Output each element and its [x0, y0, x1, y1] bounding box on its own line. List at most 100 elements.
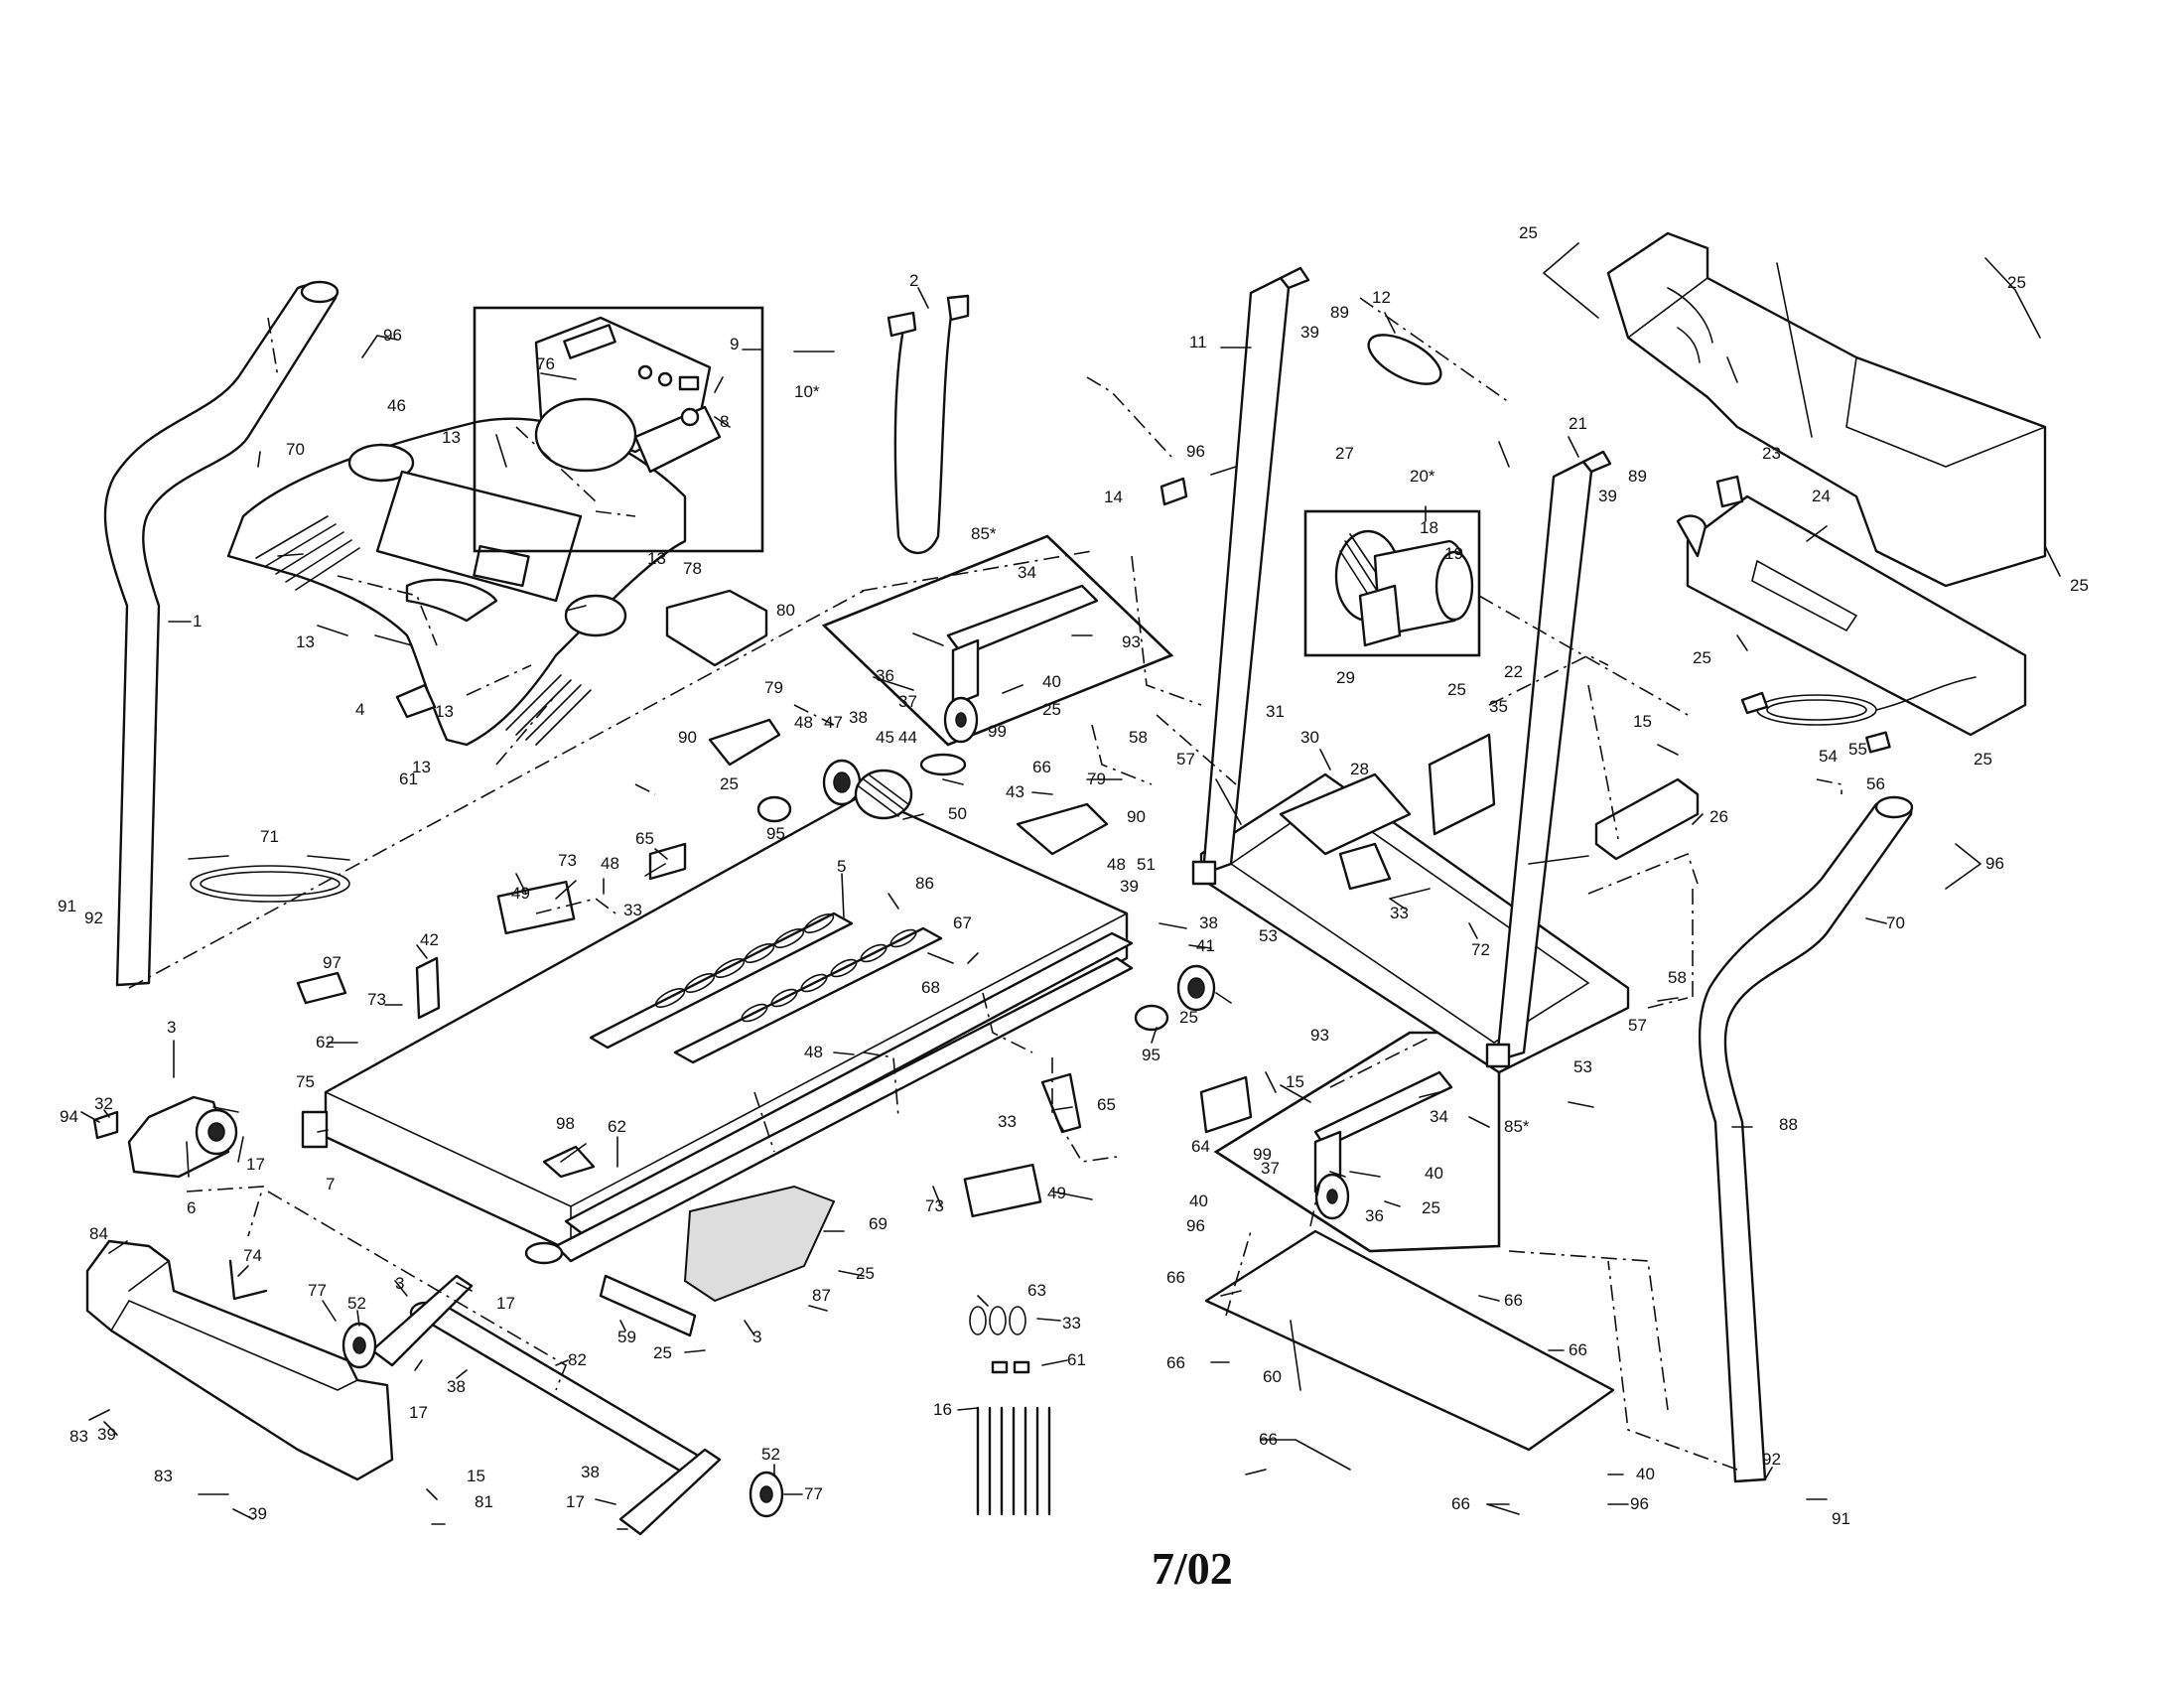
callout-81: 81 [475, 1492, 493, 1511]
part-12-belt [1367, 334, 1442, 385]
callout-89a: 89 [1330, 303, 1349, 322]
callout-2: 2 [909, 271, 918, 290]
callout-79b: 79 [1087, 770, 1106, 788]
callout-28: 28 [1350, 760, 1369, 778]
callout-85b: 85* [1504, 1117, 1530, 1136]
callout-48a: 48 [794, 713, 813, 732]
callout-25d: 25 [1693, 648, 1711, 667]
part-42-bracket [415, 956, 441, 1020]
part-69-plate [683, 1185, 836, 1303]
callout-21: 21 [1569, 414, 1587, 433]
callout-96a: 96 [383, 326, 402, 345]
callout-48b: 48 [601, 854, 619, 873]
callout-13b: 13 [647, 549, 666, 568]
callout-29: 29 [1336, 668, 1355, 687]
callout-16: 16 [933, 1400, 952, 1419]
callout-43: 43 [1006, 782, 1024, 801]
callout-25j: 25 [1422, 1198, 1440, 1217]
callout-73a: 73 [558, 851, 577, 870]
part-54-power-cord [1740, 676, 1977, 726]
console-assembly [534, 316, 722, 474]
callout-65a: 65 [635, 829, 654, 848]
callout-93b: 93 [1310, 1026, 1329, 1045]
callout-38b: 38 [1199, 913, 1218, 932]
callout-33a: 33 [623, 901, 642, 919]
callout-37b: 37 [1261, 1159, 1280, 1178]
callout-75: 75 [296, 1072, 315, 1091]
part-26-controller [1594, 777, 1700, 861]
callout-38d: 38 [581, 1463, 600, 1481]
callout-7: 7 [326, 1175, 335, 1193]
callout-19: 19 [1444, 544, 1463, 563]
callout-70a: 70 [286, 440, 305, 459]
deck-slots-lower [741, 928, 917, 1023]
motor-inset-box [1303, 509, 1481, 657]
callout-64: 64 [1191, 1137, 1210, 1156]
callout-55: 55 [1848, 740, 1867, 759]
callout-25k: 25 [856, 1264, 875, 1283]
callout-34b: 34 [1430, 1107, 1448, 1126]
right-handrail [1698, 795, 1914, 1483]
callout-25h: 25 [720, 774, 739, 793]
callout-9: 9 [730, 335, 739, 353]
part-44-belt [919, 753, 967, 776]
callout-12: 12 [1372, 288, 1391, 307]
callout-96c: 96 [1985, 854, 2004, 873]
callout-31: 31 [1266, 702, 1285, 721]
callout-23: 23 [1762, 444, 1781, 463]
callout-3a: 3 [167, 1018, 176, 1037]
part-52-wheel-left [341, 1322, 377, 1369]
callout-99a: 99 [988, 722, 1007, 741]
part-80-bracket [665, 589, 768, 667]
callout-33b: 33 [1390, 904, 1409, 922]
callout-52b: 52 [761, 1445, 780, 1464]
part-84-front-cover [85, 1239, 394, 1481]
left-upright [1201, 266, 1310, 876]
callout-65b: 65 [1097, 1095, 1116, 1114]
part-90-bracket-right [1016, 802, 1109, 856]
part-bracket-left-plate [370, 1274, 474, 1367]
callout-1: 1 [193, 612, 202, 631]
callout-96b: 96 [1186, 442, 1205, 461]
upright-foot-left [1191, 860, 1217, 886]
callout-40b: 40 [1425, 1164, 1443, 1183]
callout-51: 51 [1137, 855, 1156, 874]
callout-25i: 25 [1179, 1008, 1198, 1027]
treadmill-deck [301, 792, 1134, 1265]
callout-67: 67 [953, 913, 972, 932]
upright-foot-right [1485, 1043, 1511, 1068]
callout-97: 97 [323, 953, 341, 972]
callout-25g: 25 [1042, 700, 1061, 719]
callout-38c: 38 [447, 1377, 466, 1396]
callout-91b: 91 [1832, 1509, 1850, 1528]
console-base [226, 417, 687, 747]
part-35-plate [1428, 733, 1496, 836]
callout-62b: 62 [608, 1117, 626, 1136]
callout-98: 98 [556, 1114, 575, 1133]
callout-34a: 34 [1018, 563, 1036, 582]
callout-90a: 90 [678, 728, 697, 747]
assembly-guide-lines [128, 297, 1843, 1471]
callout-61b: 61 [1067, 1350, 1086, 1369]
part-49-block-lower [963, 1163, 1042, 1218]
part-49-block-upper [496, 880, 576, 935]
footer-date: 7/02 [1152, 1543, 1233, 1594]
callout-15a: 15 [1633, 712, 1652, 731]
callout-60: 60 [1263, 1367, 1282, 1386]
callout-20: 20* [1410, 467, 1435, 486]
callout-66c: 66 [1504, 1291, 1523, 1310]
callout-40a: 40 [1042, 672, 1061, 691]
callout-25f: 25 [1447, 680, 1466, 699]
callout-25c: 25 [2070, 576, 2089, 595]
callout-13d: 13 [435, 702, 454, 721]
part-6-motor-bracket [127, 1095, 238, 1179]
wheel-inset-upper [821, 534, 1174, 747]
callout-58a: 58 [1129, 728, 1148, 747]
callout-13c: 13 [296, 632, 315, 651]
callout-10: 10* [794, 382, 820, 401]
callout-3b: 3 [395, 1274, 404, 1293]
callout-63: 63 [1027, 1281, 1046, 1300]
callout-35: 35 [1489, 697, 1508, 716]
part-41-roller [1176, 964, 1216, 1012]
callout-79a: 79 [764, 678, 783, 697]
